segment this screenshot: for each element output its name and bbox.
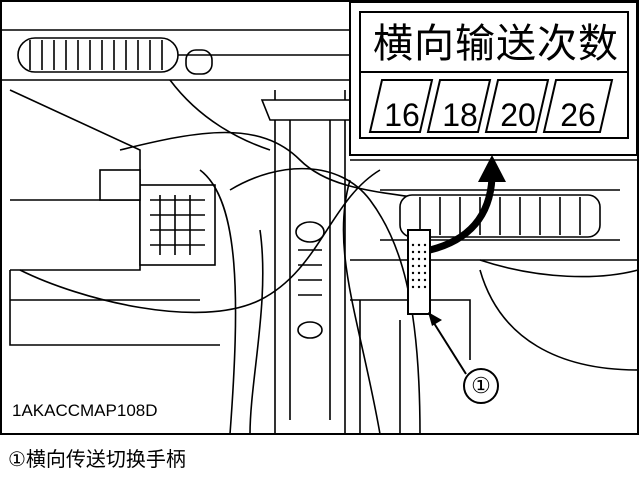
callout-leader-head: [428, 312, 442, 326]
feed-option-18: 18: [442, 97, 478, 133]
figure-code: 1AKACCMAP108D: [12, 401, 158, 420]
feed-option-20: 20: [500, 97, 536, 133]
feed-option-16: 16: [384, 97, 420, 133]
callout-number: ①: [463, 368, 499, 404]
transverse-feed-lever: [407, 229, 431, 315]
feed-option-26: 26: [560, 97, 596, 133]
callout-leader: [431, 319, 467, 375]
machinery-lines: [2, 29, 639, 435]
feed-selector-panel: [349, 1, 638, 156]
shift-arrow: [429, 177, 496, 254]
shift-arrow-head: [478, 155, 506, 182]
panel-title: 横向输送次数: [373, 21, 619, 67]
machine-illustration: [0, 0, 639, 435]
figure-caption: ①横向传送切换手柄: [8, 447, 186, 471]
machine-drawing: [0, 0, 639, 435]
